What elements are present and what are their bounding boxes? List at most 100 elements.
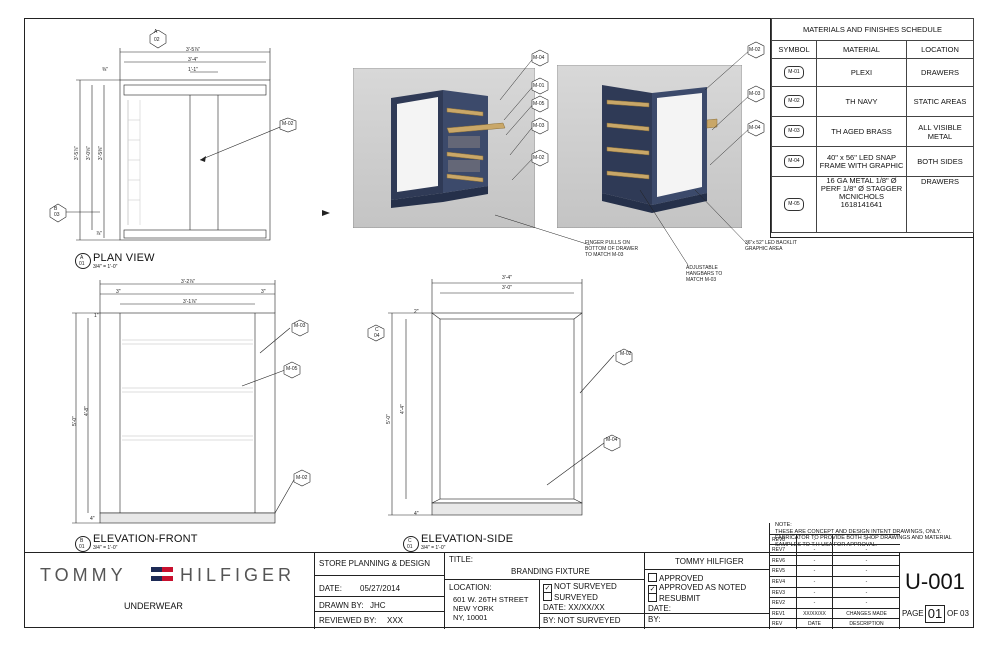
callout-b-letter: B	[54, 206, 58, 212]
note-label: NOTE:	[775, 522, 792, 528]
elevation-front-title: ELEVATION-FRONT	[93, 533, 198, 545]
schedule-material: PLEXI	[816, 58, 907, 87]
revision-rev: REV1	[770, 607, 796, 619]
approved-checkbox[interactable]	[648, 573, 657, 582]
plan-dim-side-a: 3'-5⅞"	[74, 145, 81, 161]
schedule-location: ALL VISIBLE METAL	[906, 116, 974, 147]
sheet-cell: U-001 PAGE 01 OF 03	[899, 553, 974, 629]
revision-rev: REV4	[770, 576, 796, 587]
location-line-3: NY, 10001	[453, 613, 488, 622]
elevation-front-marker	[75, 536, 91, 552]
revision-desc: -	[832, 565, 900, 576]
schedule-material: 16 GA METAL 1/8" Ø PERF 1/8" Ø STAGGER M…	[816, 176, 907, 233]
drawn-value: JHC	[370, 601, 386, 610]
render-tag-m01: M-01	[533, 83, 545, 89]
revision-rev: REV5	[770, 565, 796, 576]
date-value: 05/27/2014	[360, 584, 401, 593]
sheet-number: U-001	[905, 569, 965, 594]
front-dim-right: 3"	[261, 289, 266, 295]
revision-rev: REV6	[770, 554, 796, 566]
render-left-hex-tags	[531, 49, 549, 167]
revision-rev: REV7	[770, 544, 796, 555]
front-dim-overall: 3'-2⅞"	[181, 279, 196, 285]
elevation-side-marker	[403, 536, 419, 552]
elevation-front-scale: 3/4" = 1'-0"	[93, 545, 118, 551]
schedule-location: BOTH SIDES	[906, 146, 974, 177]
schedule-header-location: LOCATION	[906, 40, 974, 59]
plan-dim-side-small: ⅜"	[102, 67, 108, 73]
side-dim-inner-height: 4'-4"	[399, 404, 406, 414]
approval-cell: TOMMY HILFIGER APPROVED ✓APPROVED AS NOT…	[644, 553, 770, 629]
render-tag-m03-b: M-03	[749, 91, 761, 97]
resubmit-checkbox[interactable]	[648, 593, 657, 602]
render-tag-m02-a: M-02	[533, 155, 545, 161]
front-dim-left: 3"	[116, 289, 121, 295]
callout-a-num: 02	[154, 37, 160, 43]
revision-date: -	[796, 576, 832, 587]
revision-rev: REV3	[770, 586, 796, 598]
render-note-graphic: 36"x 52" LED BACKLIT GRAPHIC AREA	[745, 240, 797, 252]
elevation-front-marker-num: 01	[79, 544, 85, 550]
schedule-symbol-m05: M-05	[784, 198, 804, 211]
plan-dim-top-mid: 3'-4"	[188, 57, 198, 63]
revision-rev: REV8	[770, 533, 796, 545]
schedule-material: 40" x 56" LED SNAP FRAME WITH GRAPHIC	[816, 146, 907, 177]
front-dim-top: 1"	[94, 313, 99, 319]
render-tag-m04-b: M-04	[749, 125, 761, 131]
side-tag-m02: M-02	[620, 351, 632, 357]
revision-header-rev: REV	[770, 618, 796, 629]
schedule-location: DRAWERS	[906, 58, 974, 87]
drawn-label: DRAWN BY:	[319, 601, 364, 610]
approval-by: BY:	[648, 615, 661, 624]
schedule-symbol-m02: M-02	[784, 95, 804, 108]
survey-date: DATE: XX/XX/XX	[543, 603, 605, 612]
survey-cell: ✓NOT SURVEYED SURVEYED DATE: XX/XX/XX BY…	[539, 579, 646, 629]
side-dim-overall: 3'-4"	[502, 275, 512, 281]
callout-c-num: 04	[374, 333, 380, 339]
surveyed-label: SURVEYED	[554, 593, 598, 602]
revision-date: -	[796, 586, 832, 598]
render-tag-m02-b: M-02	[749, 47, 761, 53]
resubmit-label: RESUBMIT	[659, 594, 701, 603]
not-surveyed-label: NOT SURVEYED	[554, 582, 617, 591]
front-dim-inner-height: 4'-8"	[83, 406, 90, 416]
surveyed-checkbox[interactable]	[543, 592, 552, 601]
store-planning-cell: STORE PLANNING & DESIGN DATE: 05/27/2014…	[314, 553, 445, 629]
render-note-hangbars: ADJUSTABLE HANGBARS TO MATCH M-03	[686, 265, 723, 283]
page-label: PAGE	[902, 609, 924, 618]
plan-view-marker	[75, 253, 91, 269]
render-tag-m05: M-05	[533, 101, 545, 107]
revision-desc: -	[832, 554, 900, 566]
render-right	[557, 65, 742, 228]
schedule-symbol-m01: M-01	[784, 66, 804, 79]
plan-view-scale: 3/4" = 1'-0"	[93, 264, 118, 270]
revision-date: -	[796, 565, 832, 576]
approved-noted-label: APPROVED AS NOTED	[659, 583, 747, 592]
plan-view-title: PLAN VIEW	[93, 252, 155, 264]
brand-flag-icon	[151, 567, 173, 581]
elevation-side-marker-num: 01	[407, 544, 413, 550]
front-dim-bottom: 4"	[90, 516, 95, 522]
front-dim-inner: 3'-1⅞"	[183, 299, 198, 305]
plan-view-marker-num: 01	[79, 261, 85, 267]
survey-by: BY: NOT SURVEYED	[543, 616, 621, 625]
plan-dim-side-c: 3'-5⅜"	[98, 145, 105, 161]
revision-table: REV8--REV7--REV6--REV5--REV4--REV3--REV2…	[769, 523, 900, 629]
schedule-location: DRAWERS	[906, 176, 974, 233]
schedule-material: TH AGED BRASS	[816, 116, 907, 147]
plan-dim-top-inner: 1'-1"	[188, 67, 198, 73]
total-pages: 03	[960, 609, 969, 618]
title-block: TOMMY HILFIGER UNDERWEAR STORE PLANNING …	[24, 523, 974, 629]
title-cell: TITLE: BRANDING FIXTURE LOCATION: 601 W.…	[444, 553, 646, 629]
location-label: LOCATION:	[449, 583, 492, 592]
elevation-side-title: ELEVATION-SIDE	[421, 533, 514, 545]
render-tag-m04-a: M-04	[533, 55, 545, 61]
drawing-frame	[24, 18, 974, 628]
revision-desc: -	[832, 576, 900, 587]
front-dim-height: 5'-0"	[71, 416, 78, 426]
render-left	[353, 68, 535, 228]
plan-dim-side-b: 3'-0⅝"	[86, 145, 93, 161]
revision-date: -	[796, 597, 832, 608]
front-tag-m02: M-02	[296, 475, 308, 481]
side-tag-m04: M-04	[606, 437, 618, 443]
